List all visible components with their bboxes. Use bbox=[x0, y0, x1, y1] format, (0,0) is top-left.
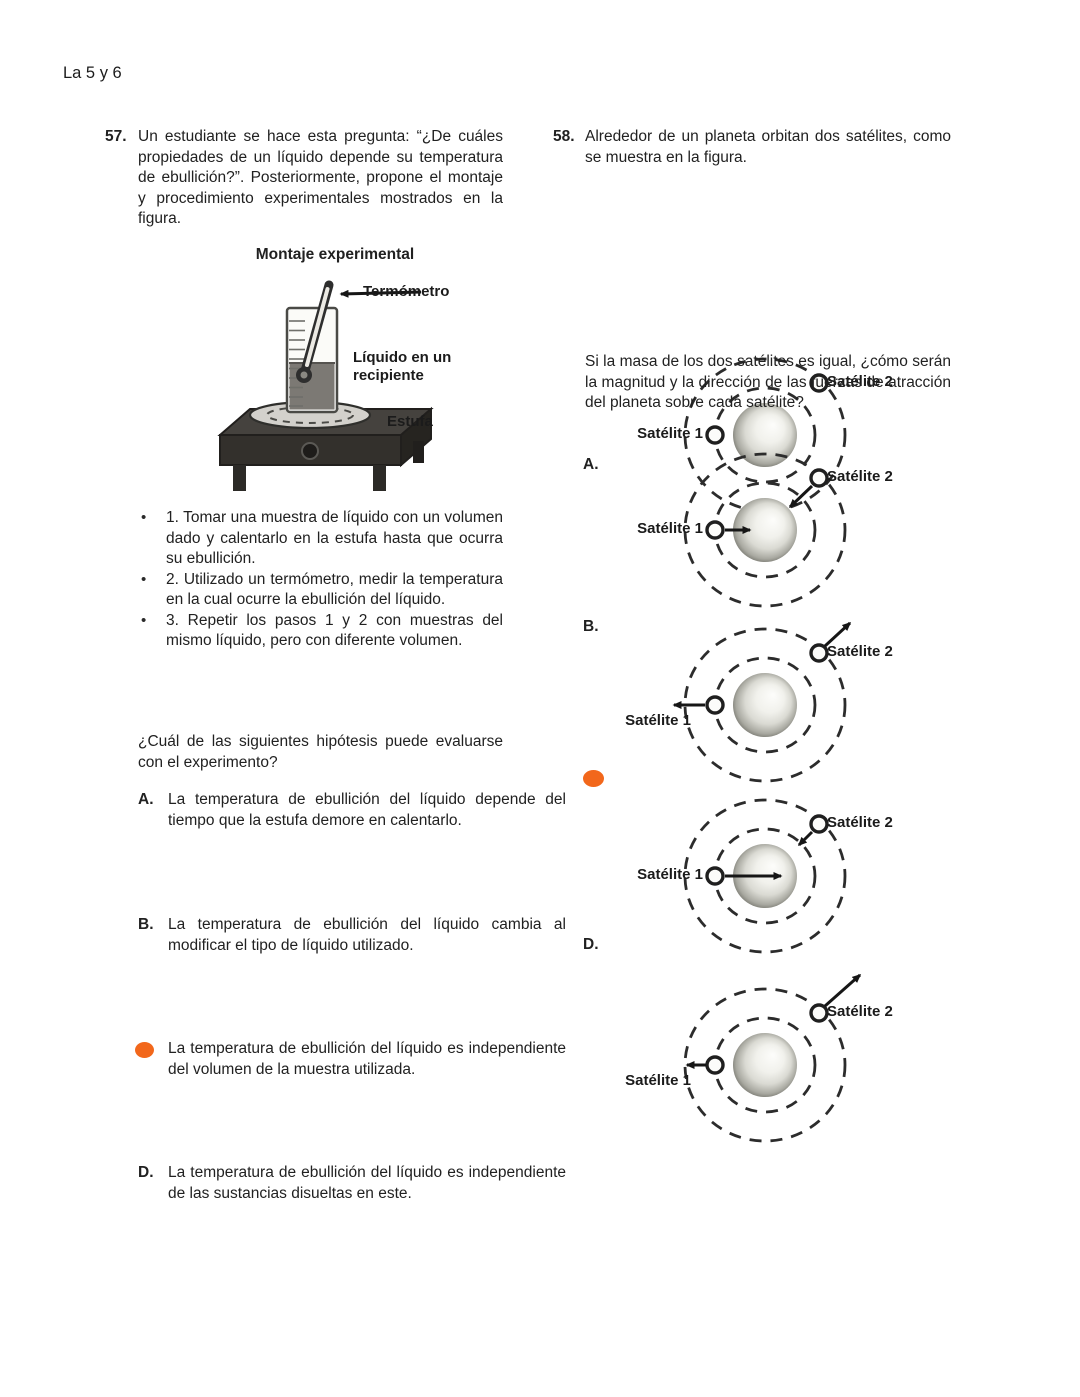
figure-orbits-main: Satélite 1 Satélite 2 bbox=[553, 340, 951, 525]
satellite-1 bbox=[705, 695, 725, 715]
satellite-2 bbox=[809, 468, 829, 488]
option-letter: B. bbox=[138, 916, 154, 933]
stove-label: Estufa bbox=[387, 413, 433, 430]
thermometer-label: Termómetro bbox=[363, 283, 450, 300]
question-58-intro: 58. Alrededor de un planeta orbitan dos … bbox=[553, 127, 951, 168]
stove-leg bbox=[413, 441, 424, 463]
option-58-a: A. Satélite 1 Satélite 2 bbox=[553, 435, 951, 625]
page-title: La 5 y 6 bbox=[63, 64, 122, 82]
satellite-2 bbox=[809, 814, 829, 834]
option-c-diagram: Satélite 1 Satélite 2 bbox=[553, 781, 951, 971]
option-57-c-marked: La temperatura de ebullición del líquido… bbox=[105, 1039, 566, 1081]
question-57-intro: 57. Un estudiante se hace esta pregunta:… bbox=[105, 127, 503, 230]
option-58-b: B. Satélite 1 Satélite 2 bbox=[553, 600, 951, 790]
satellite-1-label: Satélite 1 bbox=[637, 520, 703, 537]
option-letter: D. bbox=[138, 1164, 154, 1181]
graduation-ticks bbox=[289, 320, 305, 407]
option-57-a: A. La temperatura de ebullición del líqu… bbox=[105, 790, 566, 832]
question-57-text: Un estudiante se hace esta pregunta: “¿D… bbox=[138, 128, 503, 227]
answer-marker-dot bbox=[135, 1042, 154, 1058]
force-arrow-sat2-outward bbox=[823, 621, 852, 648]
option-letter: A. bbox=[138, 791, 154, 808]
option-letter: B. bbox=[583, 618, 599, 635]
satellite-1-label: Satélite 1 bbox=[625, 1072, 691, 1089]
option-text: La temperatura de ebullición del líquido… bbox=[168, 1164, 566, 1202]
outer-orbit bbox=[683, 798, 847, 954]
option-text: La temperatura de ebullición del líquido… bbox=[168, 1040, 566, 1078]
satellite-1-label: Satélite 1 bbox=[637, 425, 703, 442]
procedure-steps: 1. Tomar una muestra de líquido con un v… bbox=[105, 508, 503, 652]
force-arrow-sat2-inward-short bbox=[797, 830, 814, 847]
option-letter: D. bbox=[583, 936, 599, 953]
step-item: 3. Repetir los pasos 1 y 2 con muestras … bbox=[105, 611, 503, 652]
option-b-diagram: Satélite 1 Satélite 2 bbox=[553, 610, 951, 800]
satellite-1-label: Satélite 1 bbox=[637, 866, 703, 883]
option-58-c-marked: Satélite 1 Satélite 2 bbox=[553, 768, 951, 958]
satellite-2-label: Satélite 2 bbox=[827, 373, 893, 390]
planet bbox=[733, 498, 797, 562]
stove-cylinder-drawing bbox=[217, 280, 434, 491]
satellite-2 bbox=[809, 1003, 829, 1023]
satellite-1-label: Satélite 1 bbox=[625, 712, 691, 729]
option-57-b: B. La temperatura de ebullición del líqu… bbox=[105, 915, 566, 957]
outer-orbit bbox=[683, 627, 847, 783]
planet bbox=[733, 1033, 797, 1097]
option-58-d: D. Satélite 1 Satélite 2 bbox=[553, 930, 951, 1160]
step-item: 2. Utilizado un termómetro, medir la tem… bbox=[105, 570, 503, 611]
force-arrow-sat2-inward bbox=[788, 484, 814, 509]
figure-experimental-setup: Montaje experimental Termómetro Líq bbox=[105, 243, 503, 498]
satellite-2-label: Satélite 2 bbox=[827, 468, 893, 485]
satellite-2-label: Satélite 2 bbox=[827, 814, 893, 831]
thermometer-glass bbox=[305, 287, 330, 367]
option-text: La temperatura de ebullición del líquido… bbox=[168, 791, 566, 829]
satellite-2-label: Satélite 2 bbox=[827, 1003, 893, 1020]
thermometer-bulb-center bbox=[300, 371, 308, 379]
planet bbox=[733, 673, 797, 737]
outer-orbit bbox=[683, 987, 847, 1143]
question-57-prompt: ¿Cuál de las siguientes hipótesis puede … bbox=[138, 733, 503, 771]
option-a-diagram: Satélite 1 Satélite 2 bbox=[553, 435, 951, 625]
step-item: 1. Tomar una muestra de líquido con un v… bbox=[105, 508, 503, 570]
stove-leg bbox=[373, 465, 386, 491]
satellite-2-label: Satélite 2 bbox=[827, 643, 893, 660]
liquid bbox=[289, 363, 335, 410]
answer-marker-dot bbox=[583, 770, 604, 787]
orbit-diagram bbox=[683, 357, 847, 513]
force-arrow-sat2-outward-long bbox=[824, 973, 862, 1008]
stove-knob bbox=[301, 442, 319, 460]
liquid-label: Líquido en un recipiente bbox=[353, 349, 452, 384]
option-d-diagram: Satélite 1 Satélite 2 bbox=[553, 970, 951, 1160]
satellite-1 bbox=[705, 1055, 725, 1075]
outer-orbit bbox=[683, 452, 847, 608]
outer-orbit bbox=[683, 357, 847, 513]
question-58-prompt: Si la masa de los dos satélites es igual… bbox=[585, 353, 951, 411]
stove-side bbox=[400, 406, 432, 468]
satellite-2 bbox=[809, 643, 829, 663]
satellite-2 bbox=[809, 373, 829, 393]
question-58-number: 58. bbox=[553, 128, 575, 145]
satellite-1 bbox=[705, 520, 725, 540]
satellite-1 bbox=[705, 425, 725, 445]
planet bbox=[733, 403, 797, 467]
option-letter: A. bbox=[583, 456, 599, 473]
stove-leg bbox=[233, 465, 246, 491]
figure-title: Montaje experimental bbox=[255, 246, 415, 263]
question-57-number: 57. bbox=[105, 128, 127, 145]
question-58-text: Alrededor de un planeta orbitan dos saté… bbox=[585, 128, 951, 166]
thermometer-pointer-arrow bbox=[339, 289, 422, 298]
option-57-d: D. La temperatura de ebullición del líqu… bbox=[105, 1163, 566, 1205]
option-text: La temperatura de ebullición del líquido… bbox=[168, 916, 566, 954]
satellite-1 bbox=[705, 866, 725, 886]
